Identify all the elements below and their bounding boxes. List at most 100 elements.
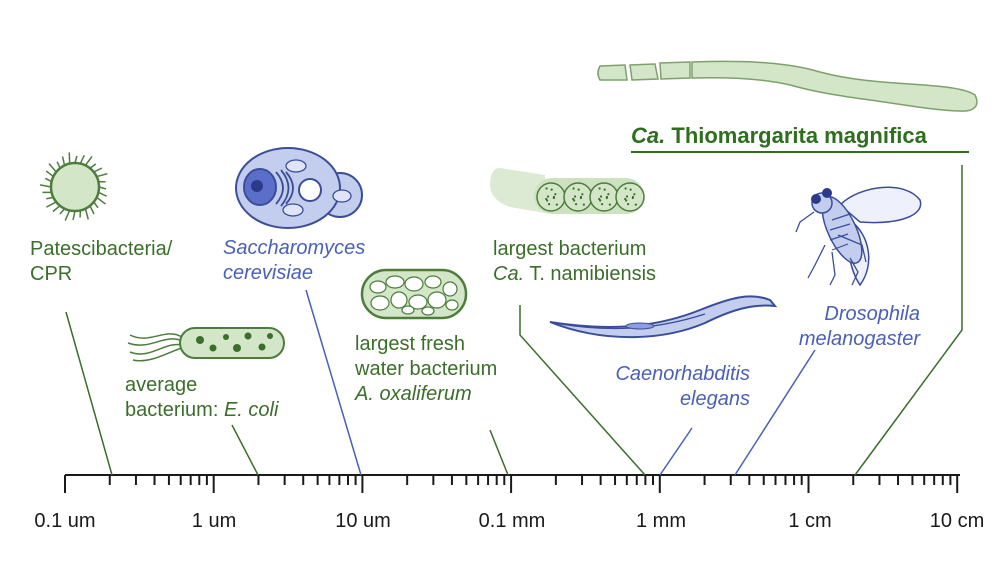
- sulfur-granule: [546, 195, 550, 198]
- cpr-pilus: [39, 184, 52, 188]
- label-cpr-line2: CPR: [30, 263, 73, 285]
- leader-lines: [65, 165, 963, 476]
- title-underline: [631, 151, 969, 153]
- sulfur-granule: [598, 187, 601, 190]
- label-ecoli-line1: average: [125, 374, 198, 396]
- label-yeast-line1: Saccharomyces: [223, 237, 366, 259]
- cpr-pilus: [61, 156, 66, 166]
- label-ecoli-species: E. coli: [223, 399, 279, 421]
- label-drosophila-line2: melanogaster: [798, 328, 920, 350]
- leader-namibiensis: [519, 305, 646, 476]
- sulfur-granule: [624, 187, 627, 190]
- sulfur-granule: [626, 203, 630, 206]
- sulfur-granule: [633, 193, 636, 196]
- label-yeast: Saccharomyces cerevisiae: [223, 236, 365, 286]
- label-oxaliferum: largest fresh water bacterium A. oxalife…: [355, 332, 497, 407]
- cpr-pilus: [46, 201, 57, 208]
- title-genus-abbrev: Ca.: [631, 123, 666, 148]
- axis-label-0-1um: 0.1 um: [34, 510, 96, 532]
- thiomargarita-illustration: [597, 60, 978, 112]
- label-namibiensis-line2: Ca. T. namibiensis: [493, 262, 656, 287]
- cpr-pilus: [93, 167, 103, 173]
- sulfur-granule: [607, 193, 610, 196]
- sulfur-granule: [629, 188, 632, 191]
- sulfur-granule: [599, 195, 603, 198]
- sulfur-granule: [579, 196, 582, 200]
- sulfur-granule: [598, 197, 601, 201]
- cpr-pilus: [64, 210, 71, 221]
- cpr-pilus: [98, 191, 107, 197]
- label-celegans-line1: Caenorhabditis: [615, 363, 750, 385]
- label-oxaliferum-line2: water bacterium: [355, 358, 498, 380]
- label-namibiensis-genus: Ca.: [493, 263, 525, 285]
- label-ecoli: average bacterium: E. coli: [125, 373, 278, 423]
- label-ecoli-prefix: bacterium:: [125, 399, 224, 421]
- leader-cpr: [65, 311, 113, 476]
- cpr-pilus: [89, 205, 95, 215]
- celegans-illustration: [549, 295, 778, 339]
- label-oxaliferum-line1: largest fresh: [355, 333, 466, 355]
- cpr-pilus: [96, 173, 108, 178]
- label-celegans: Caenorhabditis elegans: [582, 362, 750, 412]
- sulfur-granule: [608, 203, 611, 206]
- leader-thiomargarita: [854, 165, 963, 476]
- log-scale-axis: [64, 474, 960, 493]
- sulfur-granule: [555, 203, 558, 206]
- sulfur-granule: [574, 203, 578, 206]
- label-drosophila: Drosophila melanogaster: [796, 302, 920, 352]
- label-cpr: Patescibacteria/ CPR: [30, 237, 172, 287]
- sulfur-granule: [624, 197, 627, 201]
- drosophila-illustration: [795, 186, 922, 287]
- sulfur-granule: [550, 188, 553, 191]
- label-oxaliferum-line3: A. oxaliferum: [355, 383, 472, 405]
- leader-oxaliferum: [489, 429, 509, 476]
- axis-label-10cm: 10 cm: [929, 510, 985, 532]
- cpr-pilus: [52, 205, 61, 213]
- cpr-pilus: [84, 155, 93, 166]
- sulfur-granule: [603, 188, 606, 191]
- cpr-pilus: [72, 210, 76, 221]
- sulfur-granule: [631, 196, 634, 200]
- label-cpr-line1: Patescibacteria/: [30, 238, 173, 260]
- oxaliferum-illustration: [360, 268, 468, 320]
- sulfur-granule: [577, 188, 580, 191]
- sulfur-granule: [581, 193, 584, 196]
- leader-yeast: [305, 289, 362, 476]
- sulfur-granule: [573, 195, 577, 198]
- sulfur-granule: [554, 193, 557, 196]
- yeast-illustration: [235, 147, 363, 229]
- sulfur-granule: [545, 197, 548, 201]
- label-drosophila-line1: Drosophila: [824, 303, 920, 325]
- sulfur-granule: [634, 203, 637, 206]
- axis-label-10um: 10 um: [335, 510, 391, 532]
- ecoli-illustration: [127, 327, 285, 362]
- cpr-pilus: [79, 155, 85, 164]
- cpr-pilus: [45, 170, 54, 178]
- sulfur-granule: [582, 203, 585, 206]
- leader-celegans: [659, 427, 693, 476]
- sulfur-granule: [572, 197, 575, 201]
- thiomargarita-title: Ca. Thiomargarita magnifica: [631, 123, 927, 149]
- cpr-pilus: [84, 208, 89, 220]
- label-ecoli-line2: bacterium: E. coli: [125, 398, 278, 423]
- label-namibiensis: largest bacterium Ca. T. namibiensis: [493, 237, 656, 287]
- leader-drosophila: [734, 349, 816, 476]
- leader-ecoli: [231, 424, 259, 476]
- axis-label-1mm: 1 mm: [636, 510, 686, 532]
- label-yeast-line2: cerevisiae: [223, 262, 314, 284]
- axis-label-1cm: 1 cm: [788, 510, 832, 532]
- axis-label-0-1mm: 0.1 mm: [478, 510, 546, 532]
- cpr-pilus: [96, 196, 107, 205]
- sulfur-granule: [552, 196, 555, 200]
- cpr-cell-illustration: [39, 152, 108, 221]
- label-namibiensis-species: T. namibiensis: [524, 263, 657, 285]
- sulfur-granule: [600, 203, 604, 206]
- sulfur-granule: [545, 187, 548, 190]
- label-namibiensis-line1: largest bacterium: [493, 238, 647, 260]
- sulfur-granule: [625, 195, 629, 198]
- sulfur-granule: [547, 203, 551, 206]
- label-celegans-line2: elegans: [679, 388, 750, 410]
- sulfur-granule: [605, 196, 608, 200]
